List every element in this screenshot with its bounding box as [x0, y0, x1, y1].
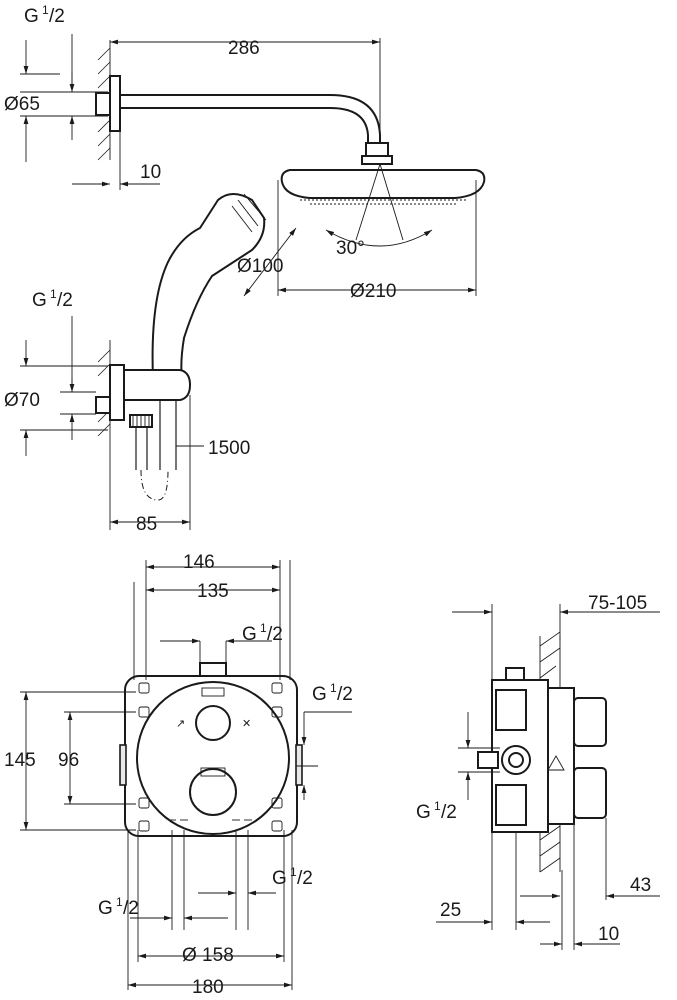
thread-top-den: /2	[49, 6, 65, 27]
wall-outlet-holder	[95, 364, 192, 501]
thread-bottom-left-base: G	[98, 898, 113, 919]
label-head-angle: 30°	[336, 238, 365, 259]
label-width-135: 135	[197, 581, 229, 602]
hand-shower	[151, 193, 267, 379]
side-thread-base: G	[416, 802, 431, 823]
label-diameter-158: Ø 158	[182, 945, 234, 966]
thread-right-sup: 1	[330, 681, 337, 695]
thread-mid-sup: 1	[50, 287, 57, 301]
label-thread-top-right: G 1 /2	[242, 621, 283, 645]
wall-hatch-mid	[97, 340, 111, 440]
label-length-286: 286	[228, 38, 260, 59]
marker-symbol: ✕	[242, 718, 251, 730]
thread-top-right-sup: 1	[260, 621, 267, 635]
side-thread-sup: 1	[434, 799, 441, 813]
label-width-146: 146	[183, 552, 215, 573]
side-body	[477, 667, 607, 833]
label-side-thread: G 1 /2	[416, 799, 457, 823]
thread-top-sup: 1	[42, 3, 49, 17]
thread-bottom-left-sup: 1	[116, 895, 123, 909]
thread-right-den: /2	[337, 684, 353, 705]
shower-arm	[95, 75, 393, 165]
thread-bottom-left-den: /2	[123, 898, 139, 919]
dim-lines-top	[20, 34, 477, 297]
thread-top-right-base: G	[242, 624, 257, 645]
label-thread-top: G 1 /2	[24, 3, 65, 27]
thread-bottom-right-den: /2	[297, 868, 313, 889]
thermostat-body: ↗ ✕	[119, 662, 303, 837]
label-depth-43: 43	[630, 875, 651, 896]
label-head-diameter: Ø210	[350, 281, 396, 302]
label-thread-bottom-right: G 1 /2	[272, 865, 313, 889]
label-depth-85: 85	[136, 514, 157, 535]
thread-bottom-right-base: G	[272, 868, 287, 889]
label-depth-10: 10	[598, 924, 619, 945]
dim-lines-side	[436, 604, 660, 950]
label-height-96: 96	[58, 750, 79, 771]
label-hose-length: 1500	[208, 438, 250, 459]
label-thread-right: G 1 /2	[312, 681, 353, 705]
thread-top-base: G	[24, 6, 39, 27]
thread-mid-base: G	[32, 290, 47, 311]
label-height-145: 145	[4, 750, 36, 771]
thread-mid-den: /2	[57, 290, 73, 311]
thread-right-base: G	[312, 684, 327, 705]
cold-symbol: ↗	[176, 718, 185, 730]
mount-holes	[138, 682, 283, 832]
label-thread-bottom-left: G 1 /2	[98, 895, 139, 919]
dim-lines-mid	[20, 316, 204, 530]
label-diameter-65: Ø65	[4, 94, 40, 115]
label-depth-25: 25	[440, 900, 461, 921]
head-shower	[280, 163, 486, 247]
thread-top-right-den: /2	[267, 624, 283, 645]
dim-lines-front	[20, 560, 352, 990]
side-thread-den: /2	[441, 802, 457, 823]
label-thread-mid: G 1 /2	[32, 287, 73, 311]
label-wall-depth: 75-105	[588, 593, 647, 614]
label-width-180: 180	[192, 977, 224, 998]
label-offset-10: 10	[140, 162, 161, 183]
thread-bottom-right-sup: 1	[290, 865, 297, 879]
label-diameter-70: Ø70	[4, 390, 40, 411]
label-hand-diameter: Ø100	[237, 256, 283, 277]
